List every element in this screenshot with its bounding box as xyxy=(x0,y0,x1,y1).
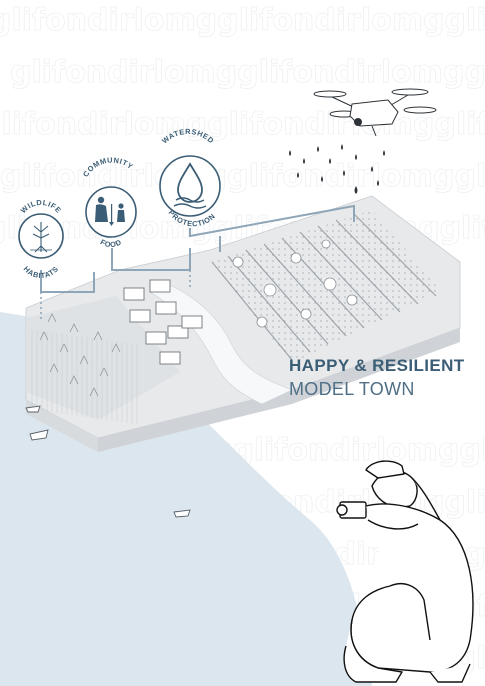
terrain-model xyxy=(25,195,461,452)
pattern-row: glifondirlomgglifondirlomgglifondirlomg xyxy=(0,3,485,38)
orchard-trees xyxy=(232,239,358,328)
people-gardening-icon xyxy=(95,196,125,226)
connector-dashes xyxy=(40,270,191,320)
rain-drops xyxy=(289,144,385,194)
badge-watershed-protection: WATERSHED PROTECTION xyxy=(159,127,221,228)
boat-icon xyxy=(25,405,191,518)
photographer-icon xyxy=(336,460,474,683)
water-drop-icon xyxy=(173,162,207,209)
headline: HAPPY & RESILIENT xyxy=(289,356,465,375)
connector-lines xyxy=(40,204,355,293)
mangrove-tree-icon xyxy=(30,222,52,253)
pattern-row: glifondirlomgglifondirlomgglifondirlomg xyxy=(0,159,485,194)
subline: MODEL TOWN xyxy=(289,379,415,399)
pattern-row: glifondirlomgglifondirlomgglifondirlomg xyxy=(10,55,485,90)
badge-community-bottom-label: FOOD xyxy=(99,237,123,249)
badge-wildlife-bottom-label: HABITATS xyxy=(22,264,61,280)
houses xyxy=(123,279,203,365)
pattern-row: glifondirlomgglifondirlomgglifondirlomg xyxy=(0,107,485,142)
drone-icon xyxy=(313,88,437,137)
mangrove-plants xyxy=(39,313,121,397)
